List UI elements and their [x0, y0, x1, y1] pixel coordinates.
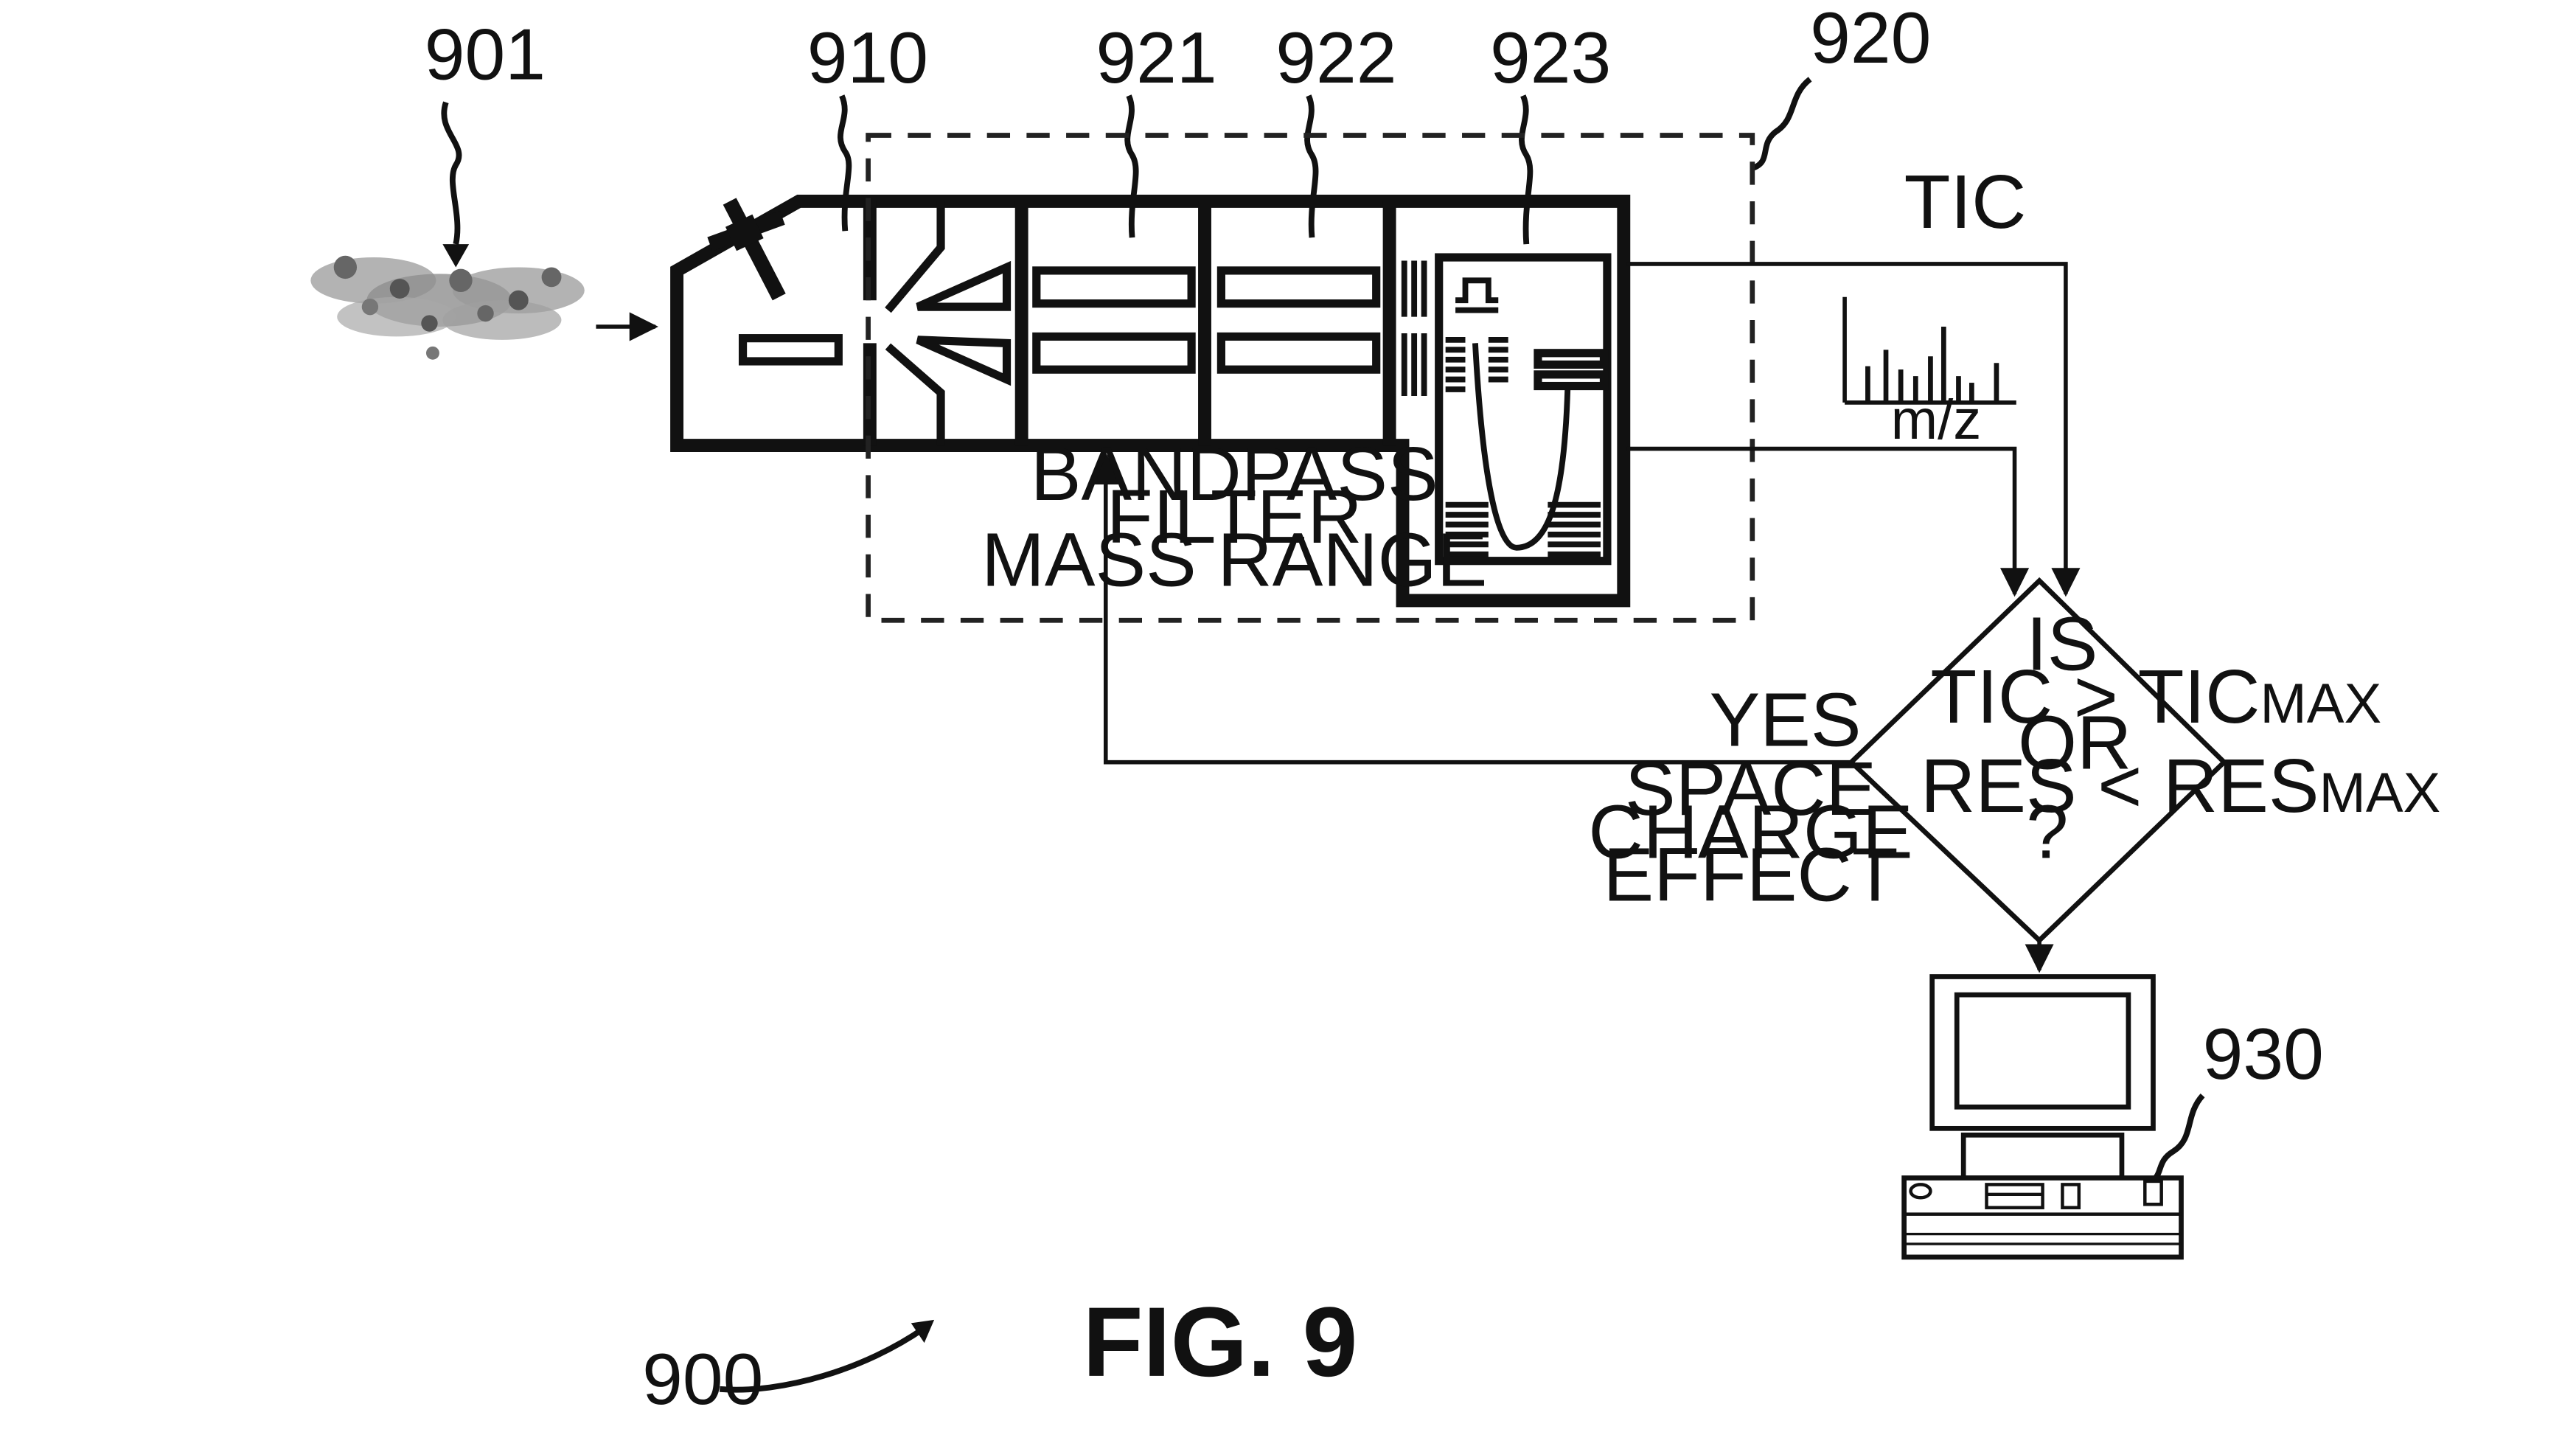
spectrum-signal-line [1626, 446, 2030, 597]
quadrupole-922-upper-rod [1216, 266, 1381, 308]
ref-901: 901 [425, 13, 546, 94]
bandpass-line-3: MASS RANGE [981, 517, 1487, 602]
mz-axis-label: m/z [1891, 389, 1981, 451]
quadrupole-922-lower-rod [1216, 332, 1381, 374]
ref-922: 922 [1275, 17, 1396, 98]
monitor-screen [1954, 992, 2131, 1110]
ref-901-arrowhead [442, 244, 470, 268]
leader-lines [441, 77, 2205, 1393]
ion-lens-910 [885, 201, 1012, 446]
space-charge-line-2: CHARGE [1588, 789, 1912, 874]
decision-line-5: ? [2026, 789, 2068, 874]
mass-spectrum-icon [1842, 296, 2016, 405]
space-charge-line-1: SPACE [1625, 746, 1876, 831]
feedback-yes-line [1091, 452, 1852, 765]
space-charge-line-3: EFFECT [1603, 833, 1898, 917]
bandpass-line-1: BANDPASS [1031, 431, 1438, 516]
tic-signal-line [1626, 262, 2081, 597]
ref-910: 910 [807, 17, 928, 98]
ref-930: 930 [2203, 1013, 2324, 1094]
ref-923: 923 [1490, 17, 1611, 98]
bandpass-line-2: FILTER [1107, 474, 1362, 559]
decision-line-2: TIC > TICMAX [1930, 654, 2381, 739]
decision-line-3: OR [2018, 701, 2131, 785]
ion-source-probe [707, 198, 786, 301]
monitor-stand [1960, 1132, 2125, 1181]
quadrupole-921-lower-rod [1032, 332, 1196, 374]
tic-label: TIC [1904, 159, 2027, 244]
ref-900: 900 [642, 1338, 763, 1419]
analyzer-923 [1435, 253, 1612, 566]
controller-region-920 [866, 133, 1755, 623]
ref-900-arrowhead [911, 1319, 935, 1344]
figure-caption: FIG. 9 [1082, 1287, 1357, 1397]
injection-lens-plates [1401, 260, 1427, 396]
ref-921: 921 [1096, 17, 1216, 98]
sample-cloud [310, 255, 585, 360]
computer-930 [1901, 974, 2184, 1260]
quadrupole-921-upper-rod [1032, 266, 1196, 308]
source-electrode [738, 334, 843, 366]
mass-spectrometer [670, 195, 1631, 608]
yes-label: YES [1710, 677, 1862, 762]
decision-line-4: RES < RESMAX [1921, 743, 2440, 828]
decision-line-1: IS [2026, 601, 2098, 686]
ref-920: 920 [1810, 0, 1931, 78]
